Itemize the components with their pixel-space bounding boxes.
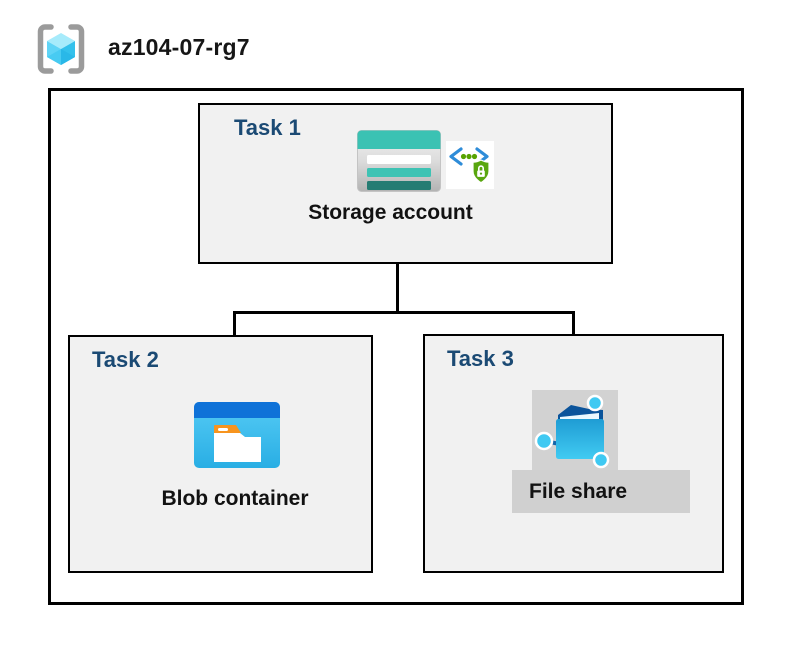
task3-resource-label: File share: [512, 470, 690, 513]
task1-label: Task 1: [234, 115, 301, 140]
task3-label: Task 3: [447, 346, 514, 371]
task2-resource-label: Blob container: [161, 487, 309, 510]
blob-container-icon: [194, 402, 280, 468]
task1-box: Task 1 Storage: [198, 103, 613, 264]
task2-label: Task 2: [92, 347, 159, 372]
resource-group-name: az104-07-rg7: [108, 34, 250, 60]
task1-resource-label: Storage account: [308, 201, 473, 224]
connector-horizontal: [233, 311, 575, 314]
secure-endpoint-icon: [446, 141, 494, 189]
task2-box: Task 2 Blob container: [68, 335, 373, 573]
resource-group-icon: [34, 22, 88, 76]
file-share-icon: [532, 390, 618, 470]
task3-box: Task 3 File share: [423, 334, 724, 573]
storage-account-icon: [357, 130, 441, 192]
connector-storage-down: [396, 263, 399, 313]
